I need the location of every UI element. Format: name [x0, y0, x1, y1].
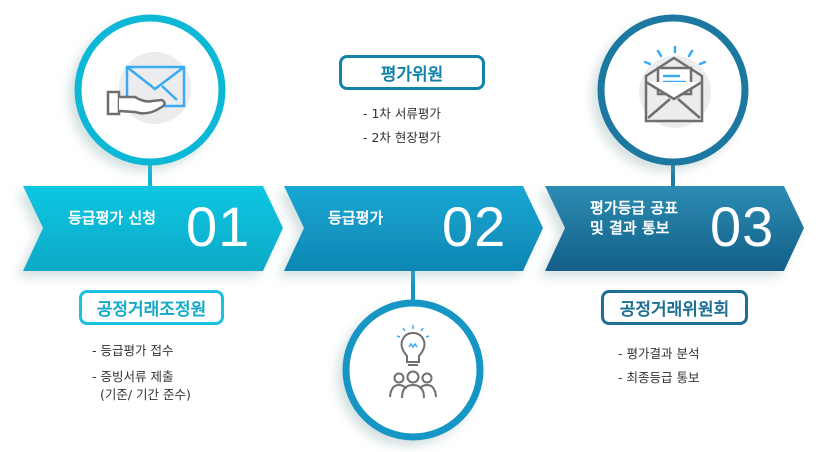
org-label-kfcc: 공정거래조정원 — [79, 290, 224, 325]
step-2-bullets: - 1차 서류평가 - 2차 현장평가 — [363, 102, 441, 150]
step-3-title-line-2: 및 결과 통보 — [590, 219, 670, 237]
step-3-title: 평가등급 공표 및 결과 통보 — [590, 198, 678, 238]
step-2-title: 등급평가 — [328, 209, 384, 227]
bullet-item: - 2차 현장평가 — [363, 130, 441, 145]
open-mail-icon — [639, 45, 711, 128]
step-3-number: 03 — [710, 195, 775, 258]
hand-mail-icon — [106, 52, 191, 124]
chevron-step-3 — [545, 186, 804, 271]
bullet-item: - 1차 서류평가 — [363, 106, 441, 121]
step-1-number: 01 — [186, 195, 251, 258]
chevron-step-2 — [284, 186, 543, 271]
org-label-ftc: 공정거래위원회 — [601, 290, 748, 325]
bullet-item: - 등급평가 접수 — [92, 343, 174, 358]
bullet-item: - 평가결과 분석 — [618, 346, 700, 361]
step-1-title: 등급평가 신청 — [68, 209, 157, 227]
step-3-title-line-1: 평가등급 공표 — [590, 199, 679, 217]
step-1-bullets: - 등급평가 접수 - 증빙서류 제출 (기준/ 기간 준수) — [92, 340, 191, 406]
bullet-item: (기준/ 기간 준수) — [92, 387, 191, 402]
bullet-item: - 증빙서류 제출 — [92, 369, 174, 384]
step-2-number: 02 — [442, 195, 507, 258]
step-3-bullets: - 평가결과 분석 - 최종등급 통보 — [618, 342, 699, 390]
chevron-step-1 — [23, 186, 283, 271]
org-label-evaluators: 평가위원 — [339, 55, 485, 90]
circle-step-2 — [342, 299, 484, 441]
bullet-item: - 최종등급 통보 — [618, 370, 700, 385]
lightbulb-people-icon — [389, 325, 437, 399]
